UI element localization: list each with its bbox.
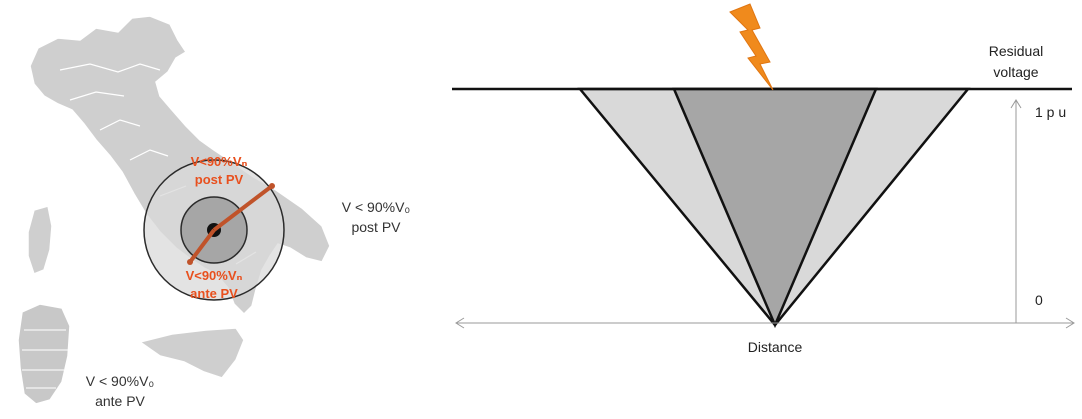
post-label-line1: V<90%Vₙ — [191, 154, 248, 169]
sag-diagram: Residual voltage 1 p u 0 Distance — [452, 3, 1075, 355]
ante-label-line2: ante PV — [190, 286, 238, 301]
ante-label-line1: V<90%Vₙ — [186, 268, 243, 283]
corsica — [27, 205, 53, 275]
distance-label: Distance — [748, 339, 803, 355]
radius-line-outer — [212, 184, 274, 232]
residual-voltage-label-line2: voltage — [993, 64, 1038, 80]
lightning-icon — [729, 3, 774, 91]
top-tick-label: 1 p u — [1035, 104, 1066, 120]
bottom-tick-label: 0 — [1035, 292, 1043, 308]
sicily — [138, 327, 245, 379]
radius-line-inner — [188, 228, 216, 264]
outer-zone-label-line1: V < 90%V₀ — [342, 199, 411, 215]
sardinia — [17, 303, 71, 405]
bottom-label-line2: ante PV — [95, 393, 145, 409]
post-label-line2: post PV — [195, 172, 244, 187]
outer-zone-label-line2: post PV — [351, 219, 401, 235]
residual-voltage-label-line1: Residual — [989, 43, 1043, 59]
italy-map: V<90%Vₙ post PV V<90%Vₙ ante PV — [17, 15, 331, 405]
bottom-label-line1: V < 90%V₀ — [86, 373, 155, 389]
